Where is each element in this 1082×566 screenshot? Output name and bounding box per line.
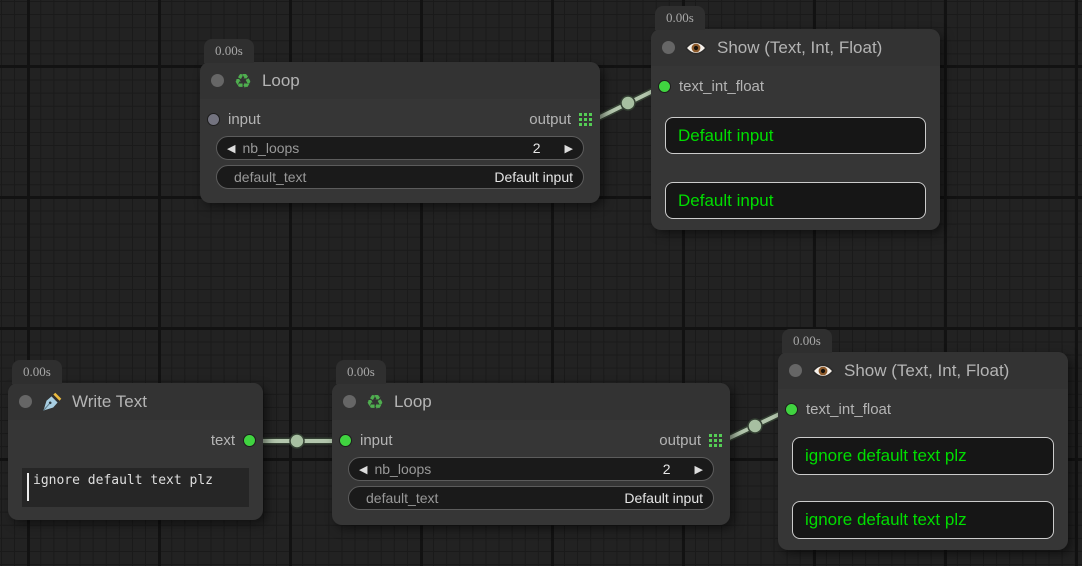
wire-write-text-to-loop-bottom[interactable] xyxy=(249,433,348,449)
output-slot-label: text xyxy=(210,431,235,449)
widget-label: nb_loops xyxy=(242,140,300,156)
collapse-dot[interactable] xyxy=(19,395,32,408)
input-slot-label: input xyxy=(360,431,393,449)
nb-loops-stepper[interactable]: ◀ nb_loops 2 ▶ xyxy=(348,457,714,481)
input-slot-label: input xyxy=(228,110,261,128)
widget-value: 2 xyxy=(662,461,671,477)
output-slot-label: output xyxy=(529,110,571,128)
text-editor-value: ignore default text plz xyxy=(33,473,214,488)
stepper-left-icon[interactable]: ◀ xyxy=(359,462,368,476)
output-grid-slot-icon[interactable] xyxy=(579,112,592,126)
execution-time-badge: 0.00s xyxy=(204,39,254,63)
node-title: Write Text xyxy=(72,391,147,411)
node-titlebar[interactable]: Write Text xyxy=(8,383,263,420)
node-show-bottom[interactable]: 0.00s Show (Text, Int, Float) text_int_f… xyxy=(778,329,1068,550)
node-title: Loop xyxy=(261,70,300,90)
stepper-left-icon[interactable]: ◀ xyxy=(227,141,236,155)
node-loop-bottom[interactable]: 0.00s ♻ Loop input output ◀ nb_loops 2 ▶… xyxy=(332,360,730,525)
input-slot-dot[interactable] xyxy=(785,402,798,416)
node-loop-top[interactable]: 0.00s ♻ Loop input output ◀ nb_loops 2 ▶… xyxy=(200,39,600,203)
result-textbox[interactable]: Default input xyxy=(665,182,926,219)
execution-time-badge: 0.00s xyxy=(12,360,62,384)
stepper-right-icon[interactable]: ▶ xyxy=(694,462,703,476)
widget-label: default_text xyxy=(234,169,307,185)
widget-value: Default input xyxy=(494,169,573,185)
result-textbox[interactable]: Default input xyxy=(665,117,926,154)
node-titlebar[interactable]: Show (Text, Int, Float) xyxy=(778,352,1068,389)
execution-time-badge: 0.00s xyxy=(336,360,386,384)
node-titlebar[interactable]: ♻ Loop xyxy=(332,383,730,420)
node-titlebar[interactable]: ♻ Loop xyxy=(200,62,600,99)
node-title: Show (Text, Int, Float) xyxy=(844,360,1010,380)
recycle-icon: ♻ xyxy=(234,68,252,93)
output-grid-slot-icon[interactable] xyxy=(709,433,722,447)
widget-label: default_text xyxy=(366,490,439,506)
node-title: Loop xyxy=(393,391,432,411)
input-slot-dot[interactable] xyxy=(658,79,671,93)
result-textbox[interactable]: ignore default text plz xyxy=(792,501,1054,539)
input-slot-dot[interactable] xyxy=(207,112,220,126)
collapse-dot[interactable] xyxy=(343,395,356,408)
nb-loops-stepper[interactable]: ◀ nb_loops 2 ▶ xyxy=(216,136,584,160)
execution-time-badge: 0.00s xyxy=(655,6,705,30)
text-editor-area[interactable]: ignore default text plz xyxy=(22,468,249,507)
collapse-dot[interactable] xyxy=(211,74,224,87)
wire-midpoint-dot xyxy=(747,418,763,434)
node-title: Show (Text, Int, Float) xyxy=(717,37,883,57)
stepper-right-icon[interactable]: ▶ xyxy=(564,141,573,155)
eye-icon xyxy=(812,364,834,377)
widget-value: 2 xyxy=(532,140,541,156)
widget-label: nb_loops xyxy=(374,461,432,477)
node-write-text[interactable]: 0.00s Write Text text ignore default tex… xyxy=(8,360,263,520)
input-slot-label: text_int_float xyxy=(679,77,765,95)
output-slot-dot[interactable] xyxy=(243,433,256,447)
wire-midpoint-dot xyxy=(620,95,636,111)
node-show-top[interactable]: 0.00s Show (Text, Int, Float) text_int_f… xyxy=(651,6,940,230)
input-slot-dot[interactable] xyxy=(339,433,352,447)
collapse-dot[interactable] xyxy=(789,364,802,377)
wire-loop-bottom-to-show-bottom[interactable] xyxy=(719,406,792,445)
result-textbox[interactable]: ignore default text plz xyxy=(792,437,1054,475)
execution-time-badge: 0.00s xyxy=(782,329,832,353)
collapse-dot[interactable] xyxy=(662,41,675,54)
default-text-field[interactable]: default_text Default input xyxy=(348,486,714,510)
wire-midpoint-dot xyxy=(289,433,305,449)
default-text-field[interactable]: default_text Default input xyxy=(216,165,584,189)
wire-loop-top-to-show-top[interactable] xyxy=(592,83,665,123)
output-slot-label: output xyxy=(659,431,701,449)
node-titlebar[interactable]: Show (Text, Int, Float) xyxy=(651,29,940,66)
eye-icon xyxy=(685,41,707,54)
input-slot-label: text_int_float xyxy=(806,400,892,418)
recycle-icon: ♻ xyxy=(366,389,384,414)
widget-value: Default input xyxy=(624,490,703,506)
text-cursor xyxy=(27,473,29,501)
fountain-pen-icon xyxy=(43,392,62,411)
